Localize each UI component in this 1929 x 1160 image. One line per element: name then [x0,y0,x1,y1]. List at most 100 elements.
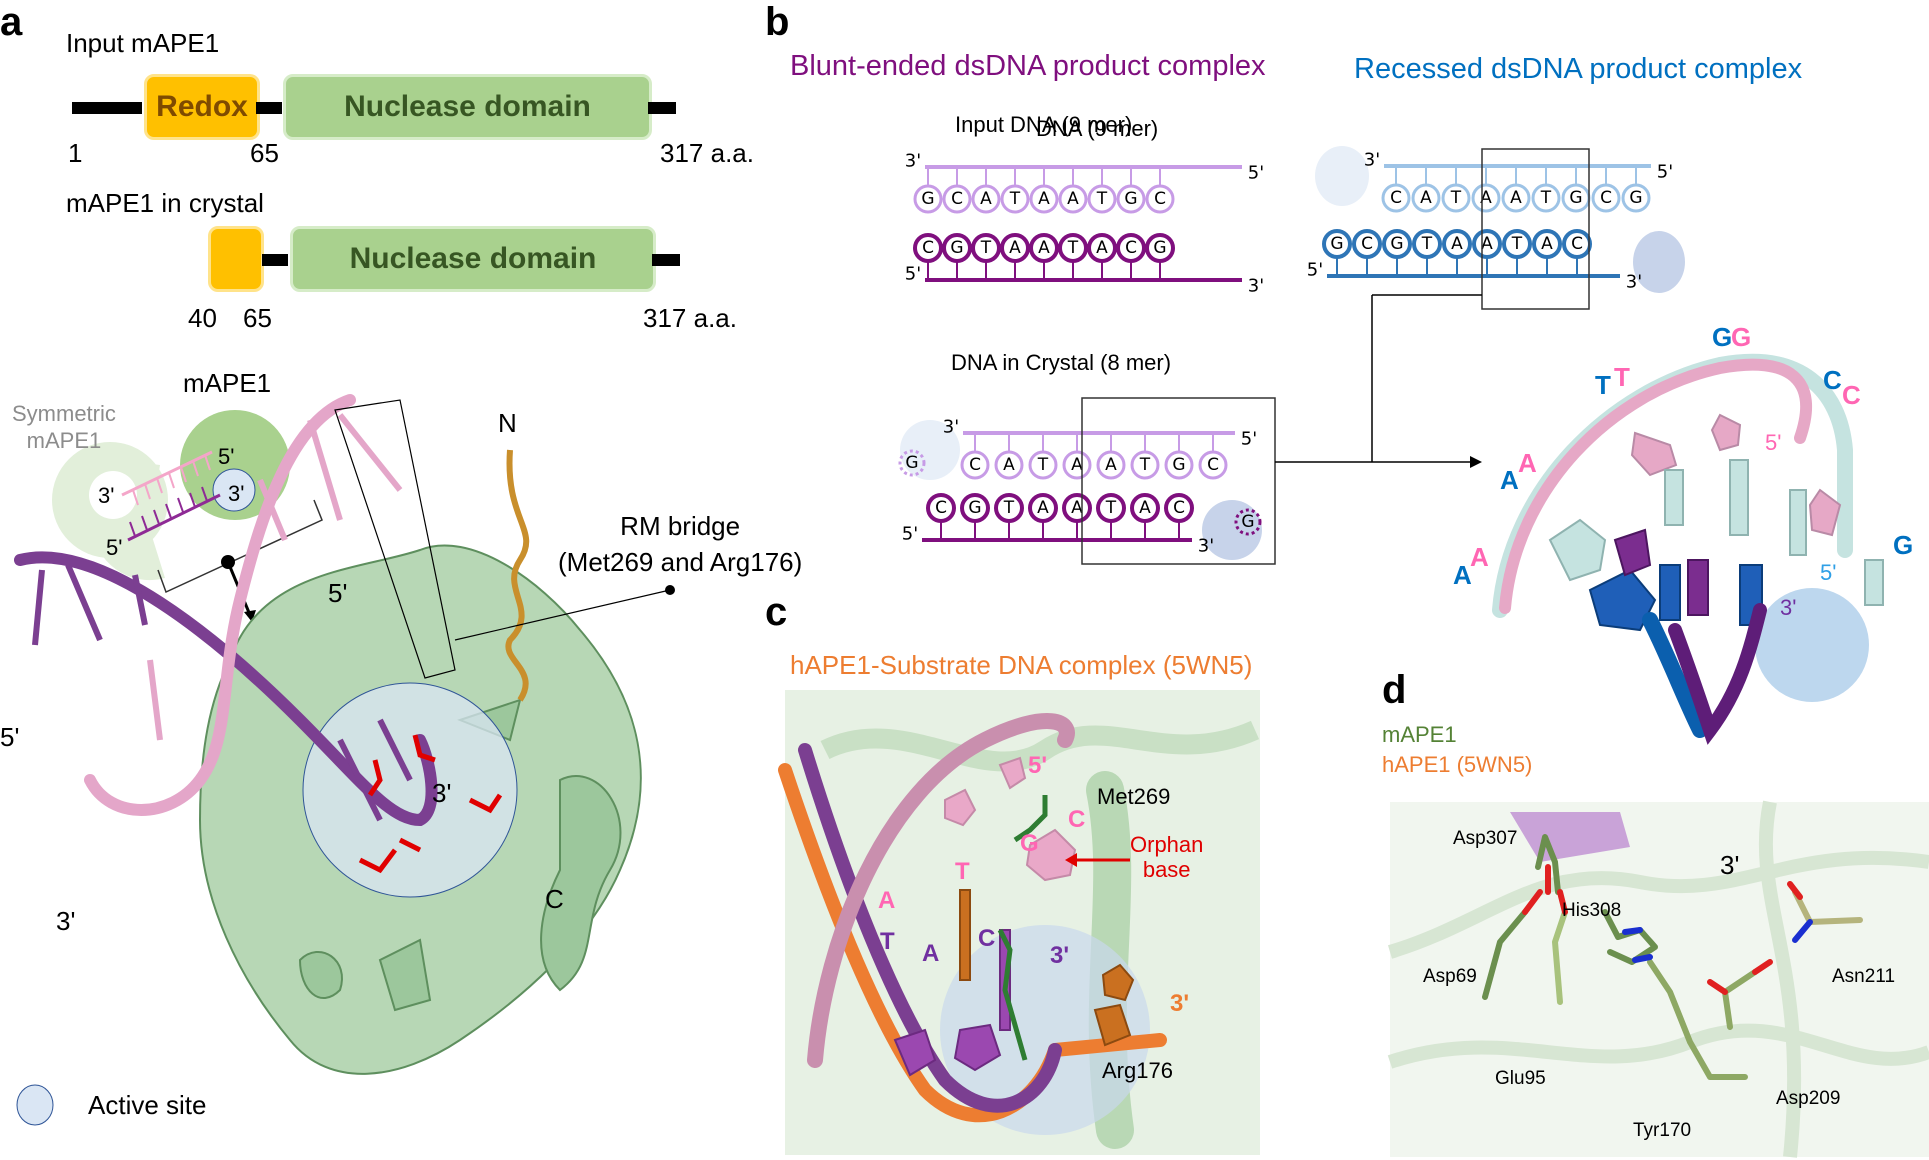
nucleotide-circle [1062,450,1092,480]
rm-bridge-leader-line [454,589,671,641]
nucleotide-letter: T [1096,189,1108,209]
n-terminus-label: N [498,408,517,438]
nucleotide-letter: G [1124,189,1137,209]
dna-purple-strand [127,493,221,542]
nucleotide-circle [1411,183,1441,213]
nucleotide-circle [1028,493,1058,523]
dna-end-label: 3' [56,906,76,936]
mape1-label: mAPE1 [183,368,272,398]
residue-label: Asn211 [1832,966,1896,987]
nucleotide-letter: A [1105,455,1117,475]
missing-nucleotide-circle [898,449,926,477]
nucleotide-circle [1000,233,1030,263]
nucleotide-letter: A [1096,238,1108,258]
oxygen-atoms [1522,864,1803,995]
active-site-legend-swatch [16,1084,54,1126]
blue-base-label: G [1712,322,1733,352]
pink-base-label: T [955,858,970,885]
nucleotide-circle [1441,183,1471,213]
purple-3prime-label: 3' [1780,595,1797,620]
nucleotide-circle [942,233,972,263]
nucleotide-letter: T [1511,234,1523,254]
nucleotide-circle [1198,450,1228,480]
panel-c-letter: c [765,590,788,634]
nucleotide-letter: G [1153,238,1166,258]
strand-end-label: 3' [1248,276,1264,297]
strand-end-label: 5' [905,264,921,285]
nucleotide-letter: G [1330,234,1343,254]
nucleotide-letter: A [1071,455,1083,475]
purple-base-label: A [922,940,940,967]
recessed-title: Recessed dsDNA product complex [1354,53,1803,85]
pink-5prime-label: 5' [1765,430,1782,455]
nuclease-domain: Nuclease domain [290,226,656,292]
strand-end-label: 5' [1248,163,1264,184]
nucleotide-circle [971,233,1001,263]
end-label: 3' [98,483,115,508]
nucleotide-letter: A [1541,234,1553,254]
nuclease-domain: Nuclease domain [283,74,652,140]
crystal-dna-title: DNA in Crystal (8 mer) [951,350,1172,375]
active-site-residues [358,734,503,874]
symmetric-label: Symmetric mAPE1 [12,400,116,454]
nucleotide-letter: A [1480,188,1492,208]
pink-base-ticks [132,454,211,506]
pink-base-label: A [1470,542,1489,572]
blue-base-label: A [1500,465,1519,495]
nucleotide-circle [1087,184,1117,214]
nucleotide-letter: T [980,238,992,258]
nucleotide-circle [1145,184,1175,214]
orange-3prime-label: 3' [1170,990,1190,1017]
nucleotide-circle [1028,450,1058,480]
nucleotide-letter: T [1067,238,1079,258]
arg176-label: Arg176 [1102,1058,1173,1083]
nucleotide-letter: T [1450,188,1462,208]
nucleotide-circle [1116,233,1146,263]
bracket [157,499,323,594]
pink-bases [1630,413,1842,537]
nucleotide-letter: A [1038,238,1050,258]
strand-end-label: 3' [1198,536,1214,557]
active-site-circle [940,925,1150,1135]
n-terminal-tail [505,449,530,702]
met269-label: Met269 [1097,784,1171,809]
zoom-box-rm-bridge [334,399,456,679]
crystal-dna-zoom-box [1081,397,1276,565]
nucleotide-letter: C [1125,238,1137,258]
end-label: 3' [228,481,245,506]
position-label: 317 a.a. [660,138,754,168]
three-prime-label: 3' [1720,850,1740,880]
hape1-overlay-structure [778,690,1260,1155]
symmetric-label-line1: Symmetric [12,401,116,426]
met269-sidechain [1013,795,1048,843]
nucleotide-letter: T [1003,498,1015,518]
position-label: 40 [188,303,217,333]
orphan-base-label: C [1068,806,1086,833]
redox-domain: Redox [144,74,260,140]
nucleotide-letter: A [1009,238,1021,258]
rm-bridge-label: RM bridge (Met269 and Arg176) [558,508,802,580]
dna-overlay-structure [1492,353,1884,745]
pink-dna-strand [807,713,1075,1068]
residue-label: Glu95 [1495,1068,1546,1089]
nucleotide-letter: C [1154,189,1166,209]
nucleotide-circle [1062,493,1092,523]
dna-pink-strand [121,450,213,497]
nucleotide-letter: G [1390,234,1403,254]
residue-label: Tyr170 [1633,1120,1692,1141]
nucleotide-circle [1412,229,1442,259]
nucleotide-circle [913,184,943,214]
nucleotide-letter: C [1361,234,1373,254]
nucleotide-letter: T [1421,234,1433,254]
symmetric-label-line2: mAPE1 [26,428,102,453]
arrowhead-icon [1470,456,1482,468]
strand-end-label: 3' [905,151,921,172]
panel-d-letter: d [1382,668,1407,712]
nucleotide-letter: T [1037,455,1049,475]
nucleotide-letter: C [1390,188,1402,208]
nucleotide-letter: T [1105,498,1117,518]
dna-end-label: 5' [0,722,20,752]
position-label: 1 [68,138,83,168]
nucleotide-letter: T [1540,188,1552,208]
nucleotide-circle [1322,229,1352,259]
